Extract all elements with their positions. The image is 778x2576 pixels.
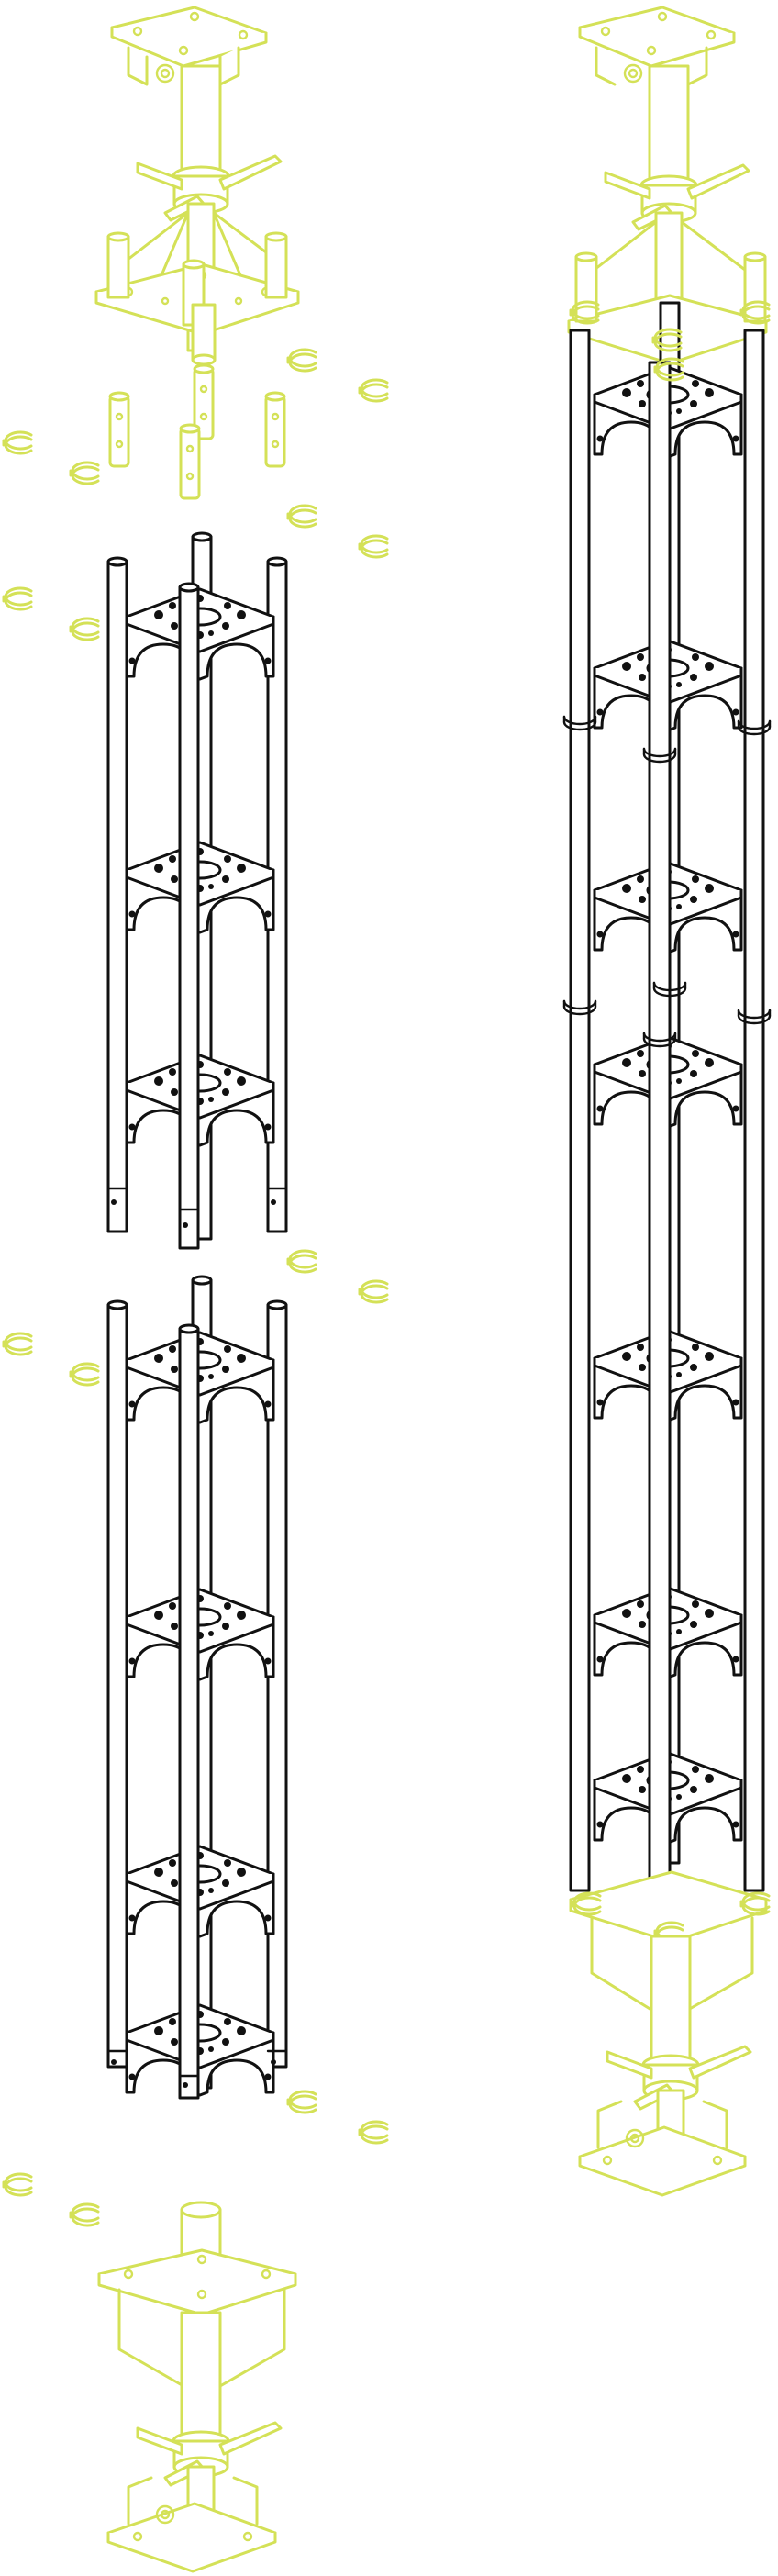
loose-clamp-9: [2, 1332, 33, 1356]
loose-clamp-3: [286, 348, 317, 373]
loose-pin-1: [108, 391, 130, 468]
loose-clamp-12: [358, 1279, 389, 1304]
loose-clamp-2: [69, 461, 100, 485]
loose-clamp-15: [286, 2090, 317, 2114]
top-base-jack: [94, 6, 300, 366]
loose-clamp-6: [69, 617, 100, 641]
bottom-base-jack: [97, 2201, 297, 2573]
loose-spigot-pins: [108, 363, 286, 500]
assembled-tower: [562, 6, 772, 2197]
loose-clamp-11: [286, 1249, 317, 1274]
loose-clamp-10: [69, 1362, 100, 1387]
loose-pin-4: [179, 423, 201, 500]
loose-pin-3: [264, 391, 286, 468]
loose-clamp-4: [358, 378, 389, 403]
loose-clamp-7: [286, 504, 317, 529]
loose-clamp-13: [2, 2172, 33, 2197]
truss-section-1: [106, 531, 288, 1250]
assembled-top-jack: [567, 6, 768, 365]
loose-clamp-8: [358, 534, 389, 559]
truss-section-2: [106, 1275, 288, 2100]
loose-clamp-14: [69, 2202, 100, 2227]
loose-clamp-5: [2, 586, 33, 611]
assembled-bottom-jack: [569, 1870, 771, 2197]
loose-clamp-16: [358, 2120, 389, 2145]
loose-clamp-1: [2, 430, 33, 455]
